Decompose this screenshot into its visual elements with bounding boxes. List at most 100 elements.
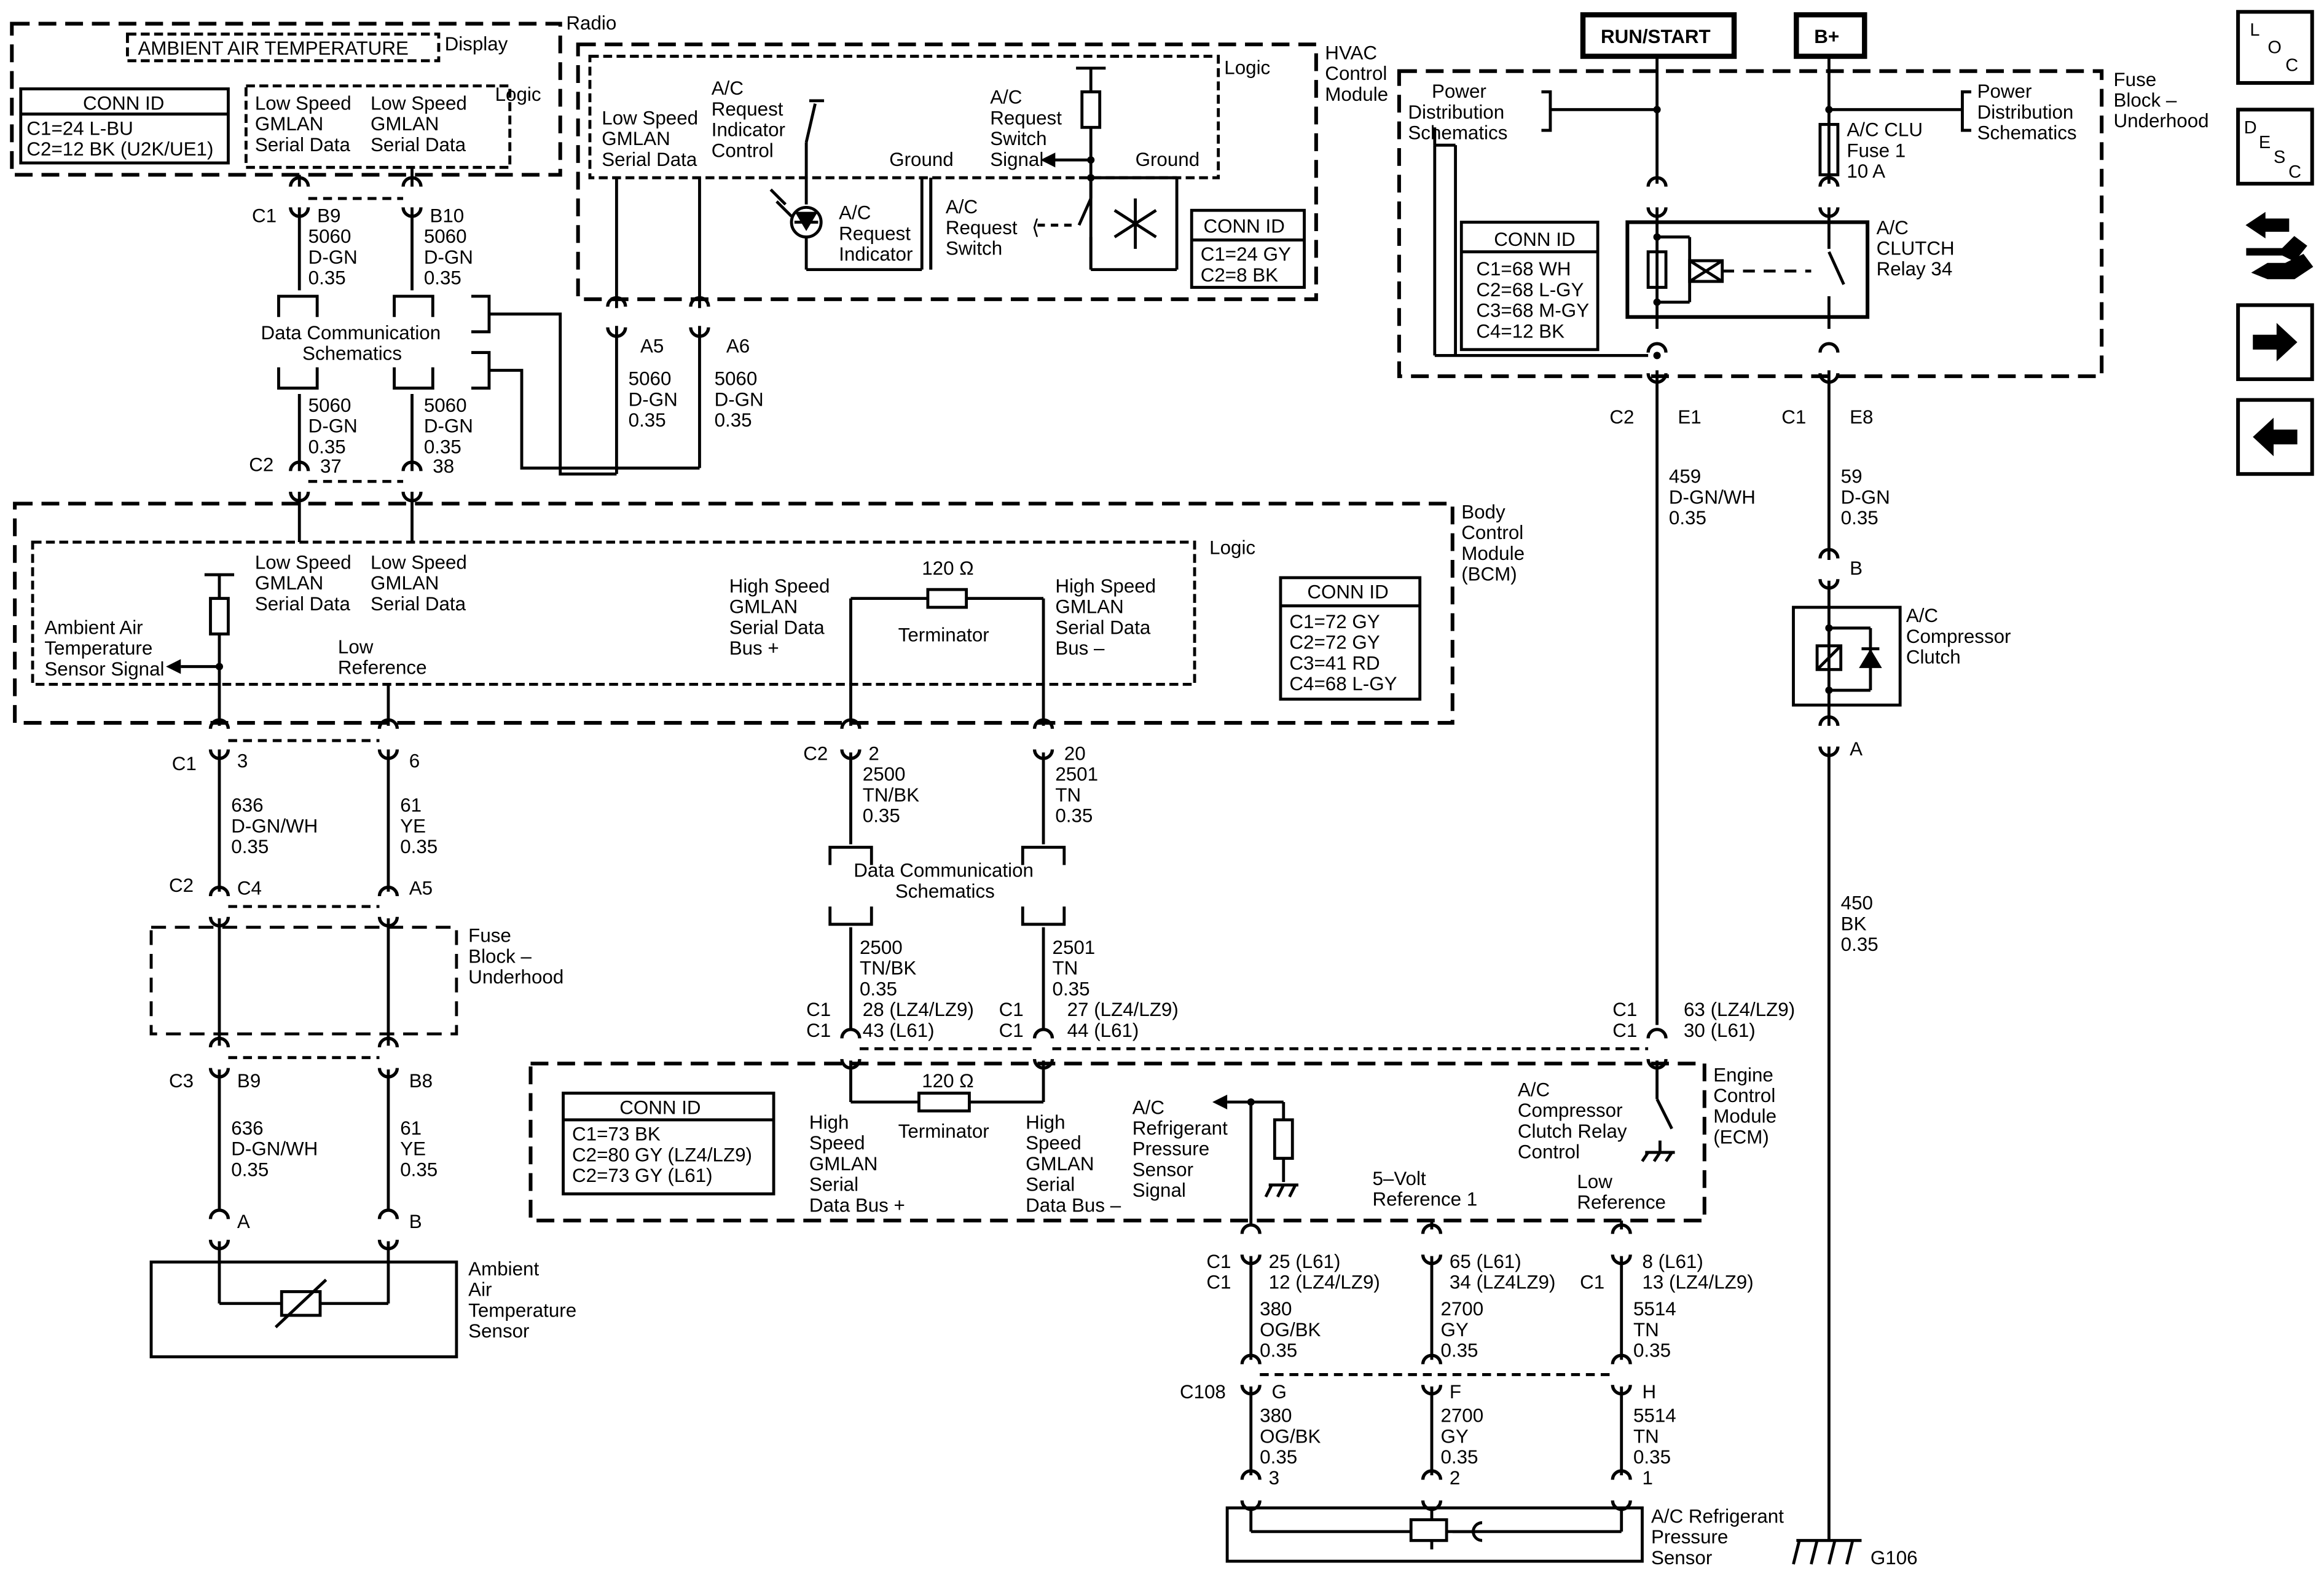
ecm-conn-id-row: C2=73 GY (L61) — [572, 1165, 713, 1186]
ecm-conn-id-table — [562, 1092, 775, 1195]
ac-req-switch-signal: Switch — [990, 128, 1046, 149]
pressure-sensor-label: Pressure — [1651, 1526, 1728, 1548]
ac-req-indicator: Request — [839, 222, 911, 244]
clutch-label: Clutch — [1906, 647, 1961, 668]
ecm-conn-id-row: C1=73 BK — [572, 1124, 661, 1145]
wire-label: D-GN — [308, 246, 358, 268]
wire-label: 0.35 — [629, 409, 666, 431]
ecm-pin-conn: C1 — [999, 1020, 1024, 1041]
nav-desc-button[interactable]: D E S C — [2236, 108, 2314, 186]
pressure-conn: C1 — [1206, 1251, 1231, 1272]
pressure-conn: C1 — [1580, 1272, 1604, 1293]
wire-label: 0.35 — [1841, 934, 1878, 955]
bcm-serial-a: Serial Data — [255, 593, 351, 615]
clutch-pin-a: A — [1850, 738, 1863, 760]
ecm-module-label: Engine — [1713, 1064, 1773, 1085]
radio-conn-id-table — [19, 87, 230, 165]
relay-conn-id-title: CONN ID — [1494, 229, 1575, 250]
ecm-hs-minus: Data Bus – — [1026, 1194, 1121, 1216]
wire-label: 2500 — [863, 763, 906, 785]
wire-label: 0.35 — [231, 836, 269, 857]
relay-conn-id-row: C3=68 M-GY — [1476, 300, 1589, 321]
bcm-pin-a5: A5 — [409, 878, 433, 899]
ac-req-indicator: Indicator — [839, 243, 913, 265]
wire-label: 5514 — [1633, 1298, 1676, 1320]
pressure-pin-value: 8 (L61) — [1642, 1251, 1703, 1272]
hvac-module-label: Control — [1325, 63, 1387, 84]
wire-label: D-GN — [629, 388, 678, 410]
wire-label: 5060 — [308, 395, 351, 416]
hvac-module-label: HVAC — [1325, 42, 1377, 63]
ecm-pressure-signal: Refrigerant — [1133, 1117, 1228, 1139]
ecm-relay-control: Clutch Relay — [1518, 1120, 1627, 1142]
wire-label: TN — [1633, 1425, 1659, 1447]
bcm-pin-6: 6 — [409, 750, 420, 771]
radio-conn-id-row: C1=24 L-BU — [26, 117, 133, 139]
connectors — [211, 178, 1838, 1510]
loc-icon: L — [2250, 20, 2259, 40]
wire-label: 5060 — [308, 226, 351, 247]
wire-label: BK — [1841, 913, 1867, 934]
radio-serial-b: GMLAN — [371, 113, 439, 135]
ambient-pin-a: A — [237, 1211, 250, 1232]
wire-label: 61 — [400, 795, 422, 816]
hvac-conn-id-row: C1=24 GY — [1201, 243, 1291, 265]
radio-pin-b9: B9 — [317, 205, 340, 227]
wire-label: 0.35 — [860, 978, 897, 999]
nav-next-button[interactable] — [2236, 303, 2314, 381]
wire-label: 0.35 — [1841, 507, 1878, 529]
ecm-pin-conn: C1 — [806, 999, 831, 1020]
ecm-pin-value: 28 (LZ4/LZ9) — [863, 999, 974, 1020]
ambient-display-box — [126, 33, 441, 63]
wire-label: 450 — [1841, 892, 1873, 914]
ambient-pin-b8: B8 — [409, 1070, 433, 1092]
pressure-pin-f: F — [1450, 1381, 1461, 1403]
wire-label: OG/BK — [1260, 1319, 1321, 1341]
wire-label: 0.35 — [863, 805, 900, 827]
pressure-pin-value: 34 (LZ4LZ9) — [1450, 1272, 1555, 1293]
wire-label: 61 — [400, 1117, 422, 1139]
pressure-conn: C1 — [1206, 1272, 1231, 1293]
wire-label: 0.35 — [1055, 805, 1093, 827]
wire-label: 380 — [1260, 1405, 1292, 1427]
wire-label: 2501 — [1053, 937, 1096, 958]
wire-label: GY — [1440, 1319, 1468, 1341]
bcm-serial-a: GMLAN — [255, 572, 323, 594]
nav-loc-button[interactable]: L O C — [2236, 10, 2314, 85]
loc-icon: C — [2285, 56, 2298, 76]
arrow-right-icon — [2253, 323, 2298, 362]
ecm-module-label: Control — [1713, 1085, 1775, 1106]
hvac-module-box — [576, 42, 1318, 301]
ac-req-ind-control: Control — [712, 140, 774, 161]
nav-connector-button[interactable] — [2245, 211, 2314, 280]
wire-label: TN — [1053, 958, 1078, 979]
bcm-module-box — [13, 502, 1454, 725]
ecm-relay-control: Control — [1518, 1141, 1580, 1163]
hvac-ground-1: Ground — [889, 149, 954, 170]
ambient-pin-b: B — [409, 1211, 422, 1232]
ambient-pin-b9: B9 — [237, 1070, 261, 1092]
fuse-block-label: Underhood — [2113, 110, 2208, 132]
nav-prev-button[interactable] — [2236, 398, 2314, 476]
bcm-hs-minus: High Speed — [1055, 575, 1156, 597]
power-dist-right: Distribution — [1977, 101, 2074, 123]
wire-label: 5060 — [629, 368, 672, 390]
hvac-conn-id-title: CONN ID — [1204, 215, 1285, 237]
desc-icon: C — [2288, 162, 2301, 182]
wire-label: 459 — [1669, 466, 1701, 487]
wire-label: 5514 — [1633, 1405, 1676, 1427]
wire-label: 380 — [1260, 1298, 1292, 1320]
relay-conn-id-table — [1459, 221, 1600, 352]
wire-label: TN — [1633, 1319, 1659, 1341]
bcm-out-c1: C1 — [172, 753, 197, 774]
ambient-sensor-label: Sensor — [468, 1320, 529, 1342]
ac-req-indicator: A/C — [839, 202, 871, 224]
pressure-sensor-box — [1225, 1506, 1644, 1563]
wire-label: D-GN — [308, 415, 358, 437]
ecm-hs-minus: Speed — [1026, 1132, 1082, 1154]
relay-conn-id-row: C4=12 BK — [1476, 320, 1564, 342]
hvac-conn-id-table — [1190, 208, 1306, 289]
wire-label: D-GN — [1841, 486, 1890, 508]
relay-conn-id-row: C1=68 WH — [1476, 258, 1571, 280]
fuse-block-left-label: Block – — [468, 945, 532, 967]
